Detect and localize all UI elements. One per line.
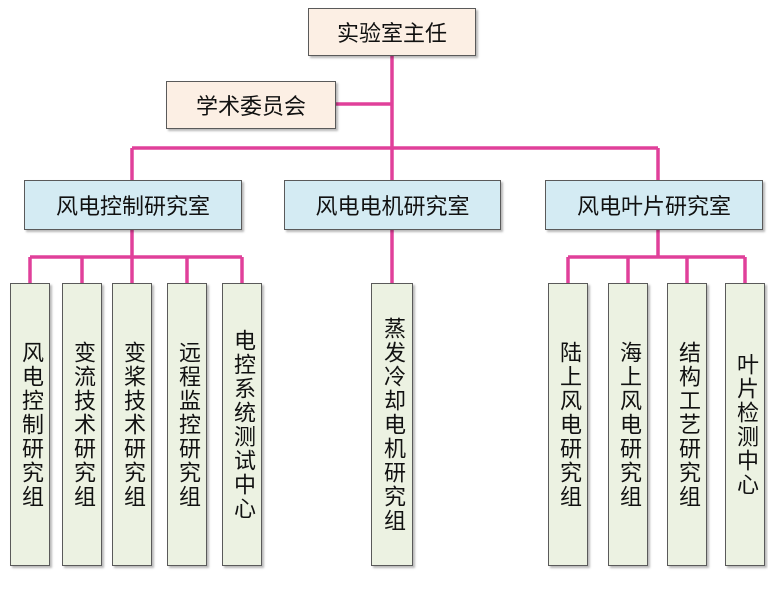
group-box: 变流技术研究组 (62, 283, 102, 566)
group-label: 海上风电研究组 (616, 340, 641, 509)
department-box: 风电叶片研究室 (545, 180, 763, 230)
group-label: 蒸发冷却电机研究组 (380, 316, 405, 533)
department-label: 风电控制研究室 (55, 195, 210, 220)
group-label: 陆上风电研究组 (556, 340, 581, 509)
group-label: 结构工艺研究组 (675, 340, 700, 509)
group-box: 海上风电研究组 (608, 283, 648, 566)
director-label: 实验室主任 (336, 22, 447, 47)
director-box: 实验室主任 (308, 8, 476, 56)
group-box: 变桨技术研究组 (112, 283, 152, 566)
group-box: 蒸发冷却电机研究组 (371, 283, 413, 566)
department-box: 风电电机研究室 (284, 180, 501, 230)
group-label: 电控系统测试中心 (230, 328, 255, 521)
group-label: 叶片检测中心 (733, 352, 758, 497)
group-box: 电控系统测试中心 (222, 283, 262, 566)
department-label: 风电叶片研究室 (576, 195, 731, 220)
group-label: 变流技术研究组 (70, 340, 95, 509)
group-label: 风电控制研究组 (18, 340, 43, 509)
group-box: 风电控制研究组 (10, 283, 50, 566)
group-label: 变桨技术研究组 (120, 340, 145, 509)
group-box: 结构工艺研究组 (667, 283, 707, 566)
committee-label: 学术委员会 (195, 95, 306, 120)
group-box: 陆上风电研究组 (548, 283, 588, 566)
group-label: 远程监控研究组 (175, 340, 200, 509)
group-box: 远程监控研究组 (167, 283, 207, 566)
department-box: 风电控制研究室 (24, 180, 242, 230)
department-label: 风电电机研究室 (315, 195, 470, 220)
committee-box: 学术委员会 (166, 81, 336, 129)
group-box: 叶片检测中心 (725, 283, 765, 566)
